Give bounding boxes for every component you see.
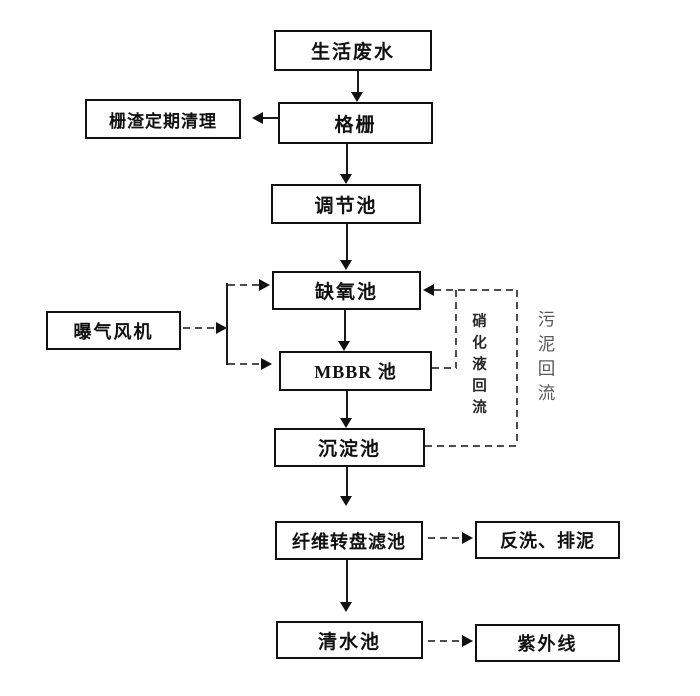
dashed-clearwater-to-uv-line: [428, 640, 462, 642]
arrow-screen-to-equalization-line: [346, 144, 348, 175]
node-fiber-disc-filter: 纤维转盘滤池: [275, 521, 423, 560]
node-domestic-wastewater: 生活废水: [274, 30, 432, 71]
dashed-blower-to-mbbr-head: [261, 358, 272, 370]
dashed-return-to-anoxic-line: [434, 289, 518, 291]
arrow-equalization-to-anoxic-line: [346, 224, 348, 261]
arrow-wastewater-to-screen-line: [357, 71, 359, 94]
node-screenings-cleanup: 栅渣定期清理: [85, 99, 241, 139]
dashed-clearwater-to-uv-head: [462, 635, 473, 647]
dashed-blower-feed-line: [183, 327, 217, 329]
arrow-screen-to-cleanup-line: [263, 117, 278, 119]
dashed-blower-feed-head: [216, 322, 227, 334]
arrow-wastewater-to-screen-head: [351, 92, 363, 102]
node-backwash-sludge-discharge: 反洗、排泥: [475, 521, 620, 559]
arrow-sedimentation-to-filter-line: [346, 467, 348, 497]
arrow-mbbr-to-sedimentation-head: [340, 418, 352, 428]
arrow-filter-to-clearwater-head: [340, 602, 352, 612]
arrow-screen-to-cleanup-head: [252, 112, 263, 124]
dashed-nitrified-return-vertical: [455, 290, 457, 368]
dashed-sludge-return-vertical: [516, 290, 518, 446]
arrow-sedimentation-to-filter-head: [340, 496, 352, 506]
arrow-anoxic-to-mbbr-line: [344, 310, 346, 342]
node-clear-water-tank: 清水池: [276, 621, 423, 659]
label-sludge-return: 污泥回流: [536, 310, 556, 408]
node-aeration-blower: 曝气风机: [46, 311, 181, 350]
dashed-blower-to-mbbr-line: [228, 363, 262, 365]
arrow-filter-to-clearwater-line: [346, 560, 348, 603]
node-mbbr-tank: MBBR 池: [279, 351, 432, 391]
dashed-filter-to-backwash-head: [462, 532, 473, 544]
dashed-return-to-anoxic-head: [423, 284, 434, 296]
arrow-mbbr-to-sedimentation-line: [346, 391, 348, 419]
blower-branch-line: [226, 283, 228, 365]
node-bar-screen: 格栅: [278, 102, 433, 144]
arrow-anoxic-to-mbbr-head: [338, 341, 350, 351]
dashed-blower-to-anoxic-head: [259, 279, 270, 291]
node-equalization-tank: 调节池: [271, 184, 421, 224]
node-uv-disinfection: 紫外线: [475, 624, 620, 662]
dashed-sedimentation-return-out-line: [425, 445, 518, 447]
arrow-equalization-to-anoxic-head: [340, 260, 352, 270]
node-sedimentation-tank: 沉淀池: [274, 428, 425, 467]
dashed-mbbr-return-out-line: [432, 367, 457, 369]
arrow-screen-to-equalization-head: [340, 174, 352, 184]
label-nitrified-liquor-return: 硝化液回流: [470, 313, 486, 421]
dashed-blower-to-anoxic-line: [228, 284, 260, 286]
dashed-filter-to-backwash-line: [428, 537, 462, 539]
node-anoxic-tank: 缺氧池: [272, 271, 421, 310]
